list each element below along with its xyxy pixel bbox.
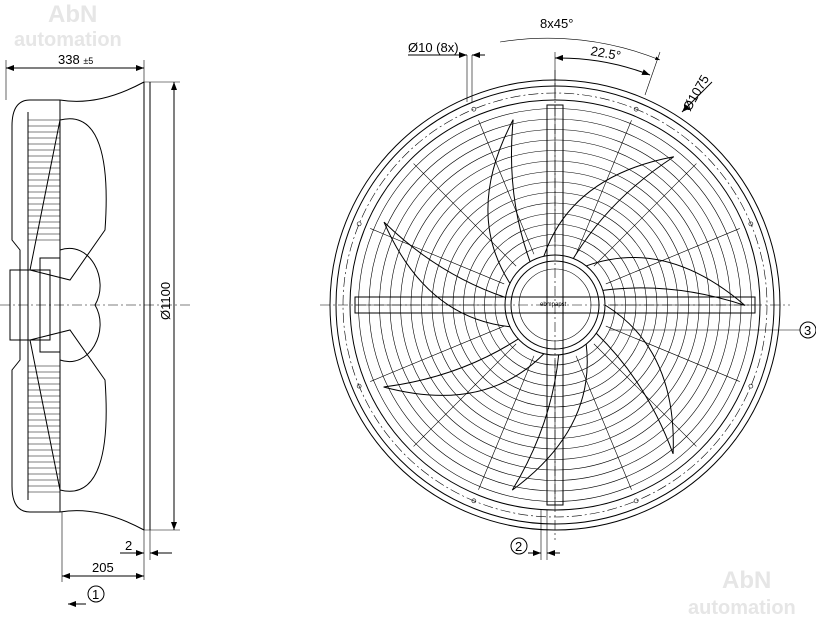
svg-text:automation: automation	[14, 29, 122, 51]
mount-hole	[471, 498, 477, 504]
guard-spoke	[605, 228, 740, 285]
fan-blade	[383, 221, 511, 328]
guard-spoke	[413, 343, 517, 447]
depth-dimension: 338 ±5	[58, 52, 93, 67]
hole-offset-label: 22.5°	[589, 43, 622, 63]
svg-text:automation: automation	[688, 597, 796, 619]
svg-text:AbN: AbN	[722, 567, 771, 594]
side-view: 338 ±5 Ø1100 2 205 1	[0, 52, 190, 607]
fan-blade	[383, 338, 545, 396]
mount-hole	[471, 106, 477, 112]
diameter-1100-label: Ø1100	[158, 282, 173, 320]
mount-hole	[748, 221, 754, 227]
mount-hole	[356, 221, 362, 227]
fan-blade	[511, 344, 588, 491]
fan-blade	[586, 256, 746, 306]
fan-blade	[595, 304, 674, 455]
callout-2: 2	[515, 539, 522, 554]
callout-3: 3	[804, 323, 811, 338]
hole-pattern-label: 8x45°	[540, 16, 573, 31]
bolt-circle-label: Ø1075	[680, 72, 713, 113]
guard-spoke	[413, 163, 517, 267]
guard-spoke	[478, 355, 535, 490]
guard-spoke	[478, 120, 535, 255]
gap-dimension: 2	[125, 538, 132, 553]
fan-blade	[543, 156, 675, 259]
guard-spoke	[370, 325, 505, 382]
guard-spoke	[605, 325, 740, 382]
svg-text:AbN: AbN	[48, 1, 97, 28]
guard-spoke	[370, 228, 505, 285]
guard-spoke	[575, 120, 632, 255]
mount-hole	[748, 383, 754, 389]
watermark-top: AbN automation	[14, 1, 122, 51]
mount-hole	[356, 383, 362, 389]
guard-spoke	[593, 163, 697, 267]
hub-brand-label: ebmpapst	[540, 302, 567, 308]
callout-1: 1	[92, 587, 99, 602]
mount-hole	[633, 498, 639, 504]
watermark-bottom: AbN automation	[688, 567, 796, 619]
hole-spec-label: Ø10 (8x)	[408, 40, 459, 55]
mount-hole	[633, 106, 639, 112]
fan-blade	[487, 119, 531, 284]
mount-depth-dimension: 205	[92, 560, 114, 575]
guard-spoke	[575, 355, 632, 490]
front-view: ebmpapst Ø10 (8x) 8x45° 22.5° Ø1075 3 2	[320, 16, 816, 560]
